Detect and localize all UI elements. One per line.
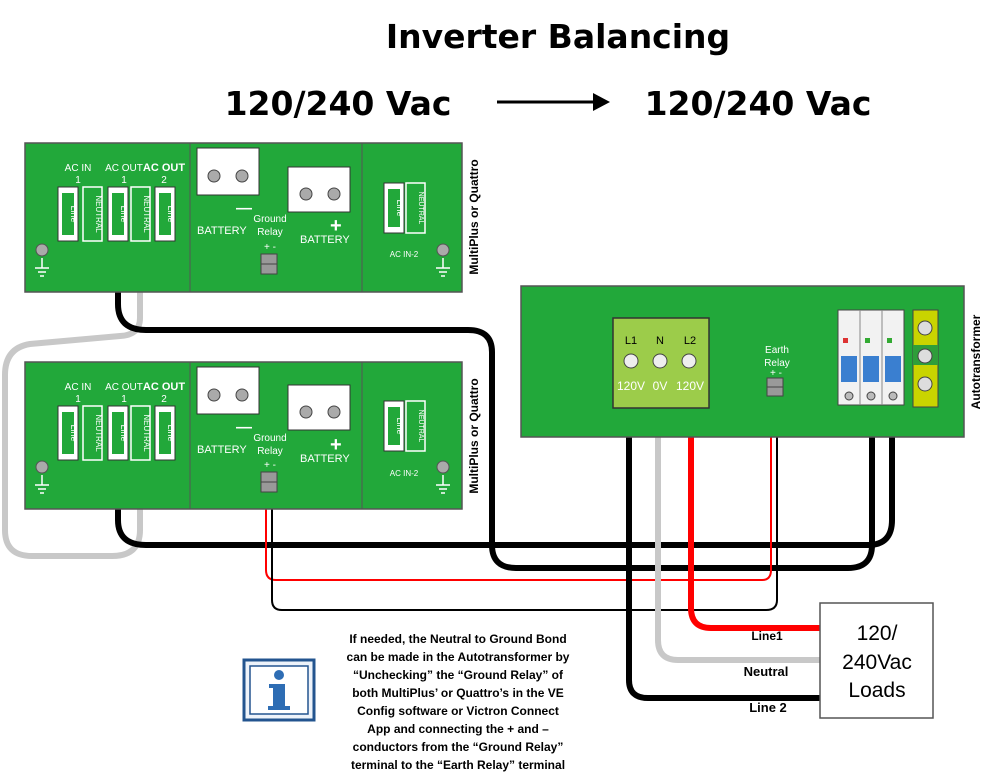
- note-text: If needed, the Neutral to Ground Bond ca…: [347, 632, 570, 772]
- loads-line-2: 240Vac: [842, 651, 912, 674]
- note-line-4: both MultiPlus’ or Quattro’s in the VE: [352, 686, 564, 700]
- battery-neg-label: BATTERY: [197, 225, 247, 237]
- ground-relay-label-2: Relay: [257, 446, 283, 457]
- ac-in-label: AC IN: [65, 163, 92, 174]
- black-line2-wire: [626, 400, 820, 701]
- note-line-7: conductors from the “Ground Relay”: [353, 740, 564, 754]
- term-n-label: N: [656, 335, 664, 347]
- battery-pos-label: BATTERY: [300, 234, 350, 246]
- earth-bar-icon: [912, 309, 939, 408]
- earth-relay-pm: + -: [770, 368, 782, 379]
- ac-in2-line-label: Line: [395, 417, 405, 434]
- breaker-icon: [837, 309, 905, 406]
- ground-icon: [436, 460, 450, 494]
- red-relay-wire: [265, 392, 772, 581]
- wire-label-line1: Line1: [751, 629, 783, 643]
- autotransformer-side-label: Autotransformer: [969, 314, 983, 409]
- note-line-8: terminal to the “Earth Relay” terminal: [351, 758, 565, 772]
- term-l1-voltage: 120V: [617, 379, 645, 393]
- black-wire-bottom: [115, 400, 895, 548]
- ac-out2-num: 2: [161, 175, 167, 186]
- info-icon: [242, 658, 316, 722]
- minus-sign: —: [236, 200, 252, 217]
- ground-relay-label-1: Ground: [253, 214, 286, 225]
- ac-in2-neutral-label: NEUTRAL: [417, 410, 424, 443]
- ac-in-line-label: Line: [69, 205, 79, 222]
- earth-relay-label-1: Earth: [765, 345, 789, 356]
- ac-in-num: 1: [75, 394, 81, 405]
- ground-relay-pm: + -: [264, 242, 276, 253]
- ground-relay-label-2: Relay: [257, 227, 283, 238]
- black-wire-top: [115, 232, 875, 571]
- wire-label-line2: Line 2: [749, 700, 787, 715]
- ac-out2-label: AC OUT: [143, 381, 185, 393]
- ac-out2-label: AC OUT: [143, 162, 185, 174]
- ac-out1-num: 1: [121, 175, 127, 186]
- battery-neg-label: BATTERY: [197, 444, 247, 456]
- black-relay-wire: [271, 392, 778, 611]
- ac-in2-line-label: Line: [395, 199, 405, 216]
- diagram-title: Inverter Balancing: [386, 17, 730, 56]
- note-line-3: “Unchecking” the “Ground Relay” of: [353, 668, 564, 682]
- ac-in2-neutral-label: NEUTRAL: [417, 192, 424, 225]
- ac-out1-line-label: Line: [119, 205, 129, 222]
- note-line-6: App and connecting the + and –: [367, 722, 549, 736]
- ac-in-num: 1: [75, 175, 81, 186]
- loads-box: 120/ 240Vac Loads: [819, 602, 934, 719]
- ground-relay-pm: + -: [264, 460, 276, 471]
- ac-out2-line-label: Line: [166, 424, 176, 441]
- ground-relay-label-1: Ground: [253, 433, 286, 444]
- ac-out1-label: AC OUT: [105, 382, 143, 393]
- ground-icon: [436, 243, 450, 277]
- ac-out2-line-label: Line: [166, 205, 176, 222]
- note-line-2: can be made in the Autotransformer by: [347, 650, 570, 664]
- ac-in2-label: AC IN-2: [390, 250, 419, 259]
- term-l2-label: L2: [684, 335, 696, 347]
- red-line1-wire: [688, 400, 820, 631]
- gray-neutral-wire: [655, 400, 820, 663]
- ac-out1-neutral-label: NEUTRAL: [142, 195, 151, 233]
- gray-wire-loop: [2, 232, 143, 559]
- term-n-voltage: 0V: [653, 379, 668, 393]
- ac-out2-num: 2: [161, 394, 167, 405]
- ac-in-label: AC IN: [65, 382, 92, 393]
- loads-line-1: 120/: [857, 622, 898, 645]
- header-right: 120/240 Vac: [645, 84, 872, 123]
- ac-out1-label: AC OUT: [105, 163, 143, 174]
- loads-line-3: Loads: [848, 679, 905, 702]
- earth-relay-label-2: Relay: [764, 358, 790, 369]
- wire-label-neutral: Neutral: [744, 664, 789, 679]
- term-l2-voltage: 120V: [676, 379, 704, 393]
- note-line-5: Config software or Victron Connect: [357, 704, 559, 718]
- header-left: 120/240 Vac: [225, 84, 452, 123]
- ac-in2-label: AC IN-2: [390, 469, 419, 478]
- ground-icon: [35, 243, 49, 277]
- unit-top: AC IN 1 AC OUT 1 AC OUT 2 Line NEUTRAL L…: [24, 142, 481, 293]
- battery-pos-label: BATTERY: [300, 453, 350, 465]
- ac-in-neutral-label: NEUTRAL: [94, 414, 103, 452]
- plus-sign: +: [330, 215, 342, 237]
- unit-top-side-label: MultiPlus or Quattro: [467, 159, 481, 274]
- minus-sign: —: [236, 419, 252, 436]
- ac-out1-num: 1: [121, 394, 127, 405]
- ac-out1-neutral-label: NEUTRAL: [142, 414, 151, 452]
- note-line-1: If needed, the Neutral to Ground Bond: [349, 632, 566, 646]
- ac-in-line-label: Line: [69, 424, 79, 441]
- wiring: [2, 232, 895, 701]
- ground-icon: [35, 460, 49, 494]
- ac-in-neutral-label: NEUTRAL: [94, 195, 103, 233]
- plus-sign: +: [330, 434, 342, 456]
- arrow-right-icon: [497, 93, 610, 111]
- autotransformer: L1 N L2 120V 0V 120V Earth Relay + -: [520, 285, 983, 438]
- unit-bottom: AC IN 1 AC OUT 1 AC OUT 2 Line NEUTRAL L…: [24, 361, 481, 510]
- ac-out1-line-label: Line: [119, 424, 129, 441]
- unit-bottom-side-label: MultiPlus or Quattro: [467, 378, 481, 493]
- term-l1-label: L1: [625, 335, 637, 347]
